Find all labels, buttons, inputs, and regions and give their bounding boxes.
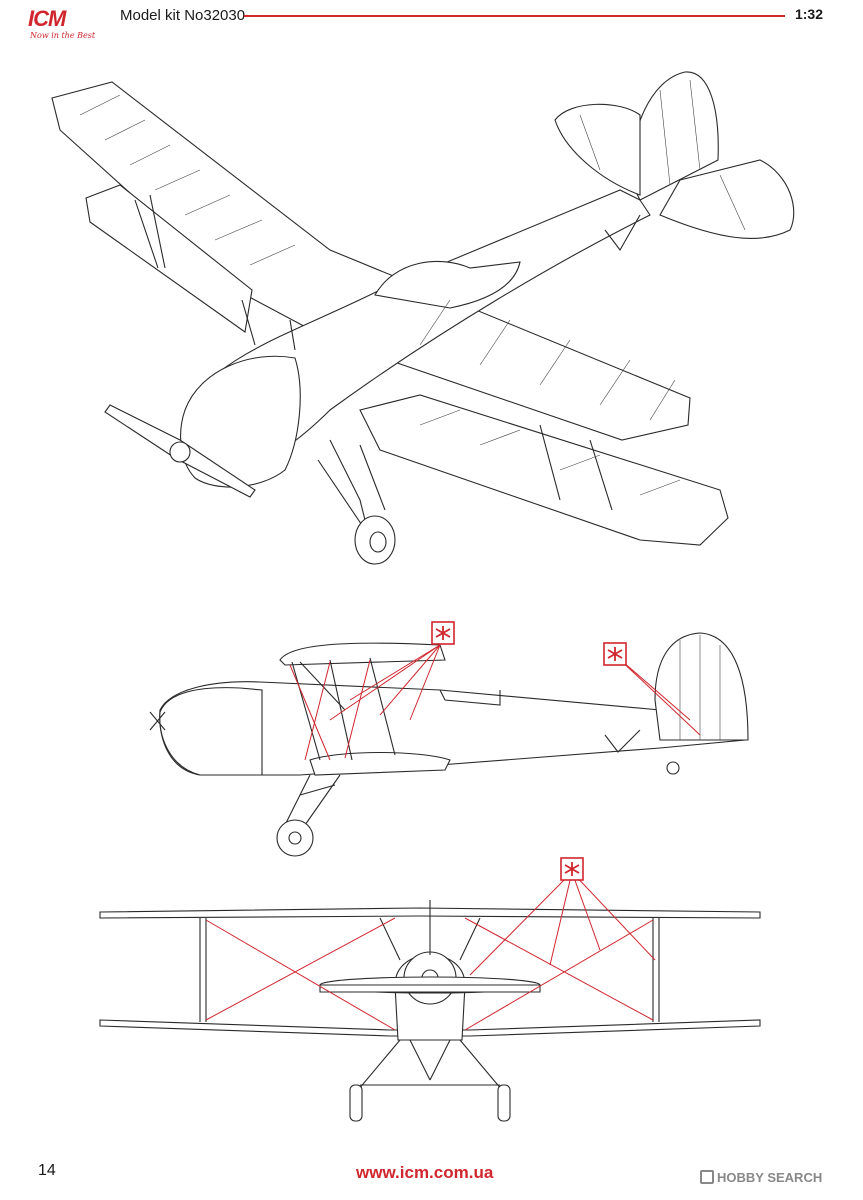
perspective-view [0, 60, 863, 580]
brand-name: ICM [28, 6, 66, 31]
stabilizer-front [319, 984, 541, 993]
lower-wing-right [359, 394, 729, 546]
side-view [0, 610, 863, 870]
rigging-marker-icon [603, 642, 627, 666]
cockpit-side [439, 689, 501, 706]
cockpit [374, 260, 521, 309]
main-wheel [354, 515, 396, 565]
header-divider [244, 15, 785, 17]
main-wheel-side [276, 819, 314, 857]
spinner [169, 441, 191, 463]
landing-gear-front [357, 1039, 503, 1091]
lower-wing-side [309, 751, 451, 776]
page-number: 14 [38, 1162, 56, 1179]
front-view [0, 855, 863, 1135]
tail-fin-side [654, 632, 749, 741]
rigging-marker-icon [560, 857, 584, 881]
page-header: ICM Now in the Best Model kit No32030 1:… [0, 0, 863, 50]
fuselage-marking-side [604, 729, 641, 753]
hobby-search-logo-icon [700, 1170, 714, 1184]
fuselage-marking [604, 214, 641, 251]
landing-gear-side [284, 774, 341, 826]
wheel-right-front [497, 1084, 511, 1122]
lower-wing-left [85, 184, 253, 333]
stabilizer-right [659, 159, 795, 239]
cowling-side [159, 687, 263, 776]
tail-wheel-side [666, 761, 680, 775]
upper-wing-side [279, 642, 446, 666]
rigging-wires-front [205, 871, 656, 1031]
watermark-text: HOBBY SEARCH [717, 1170, 823, 1185]
website-link[interactable]: www.icm.com.ua [356, 1163, 494, 1182]
stabilizer-left [554, 103, 641, 196]
wheel-left-front [349, 1084, 363, 1122]
engine-cowling [180, 355, 301, 488]
scale-label: 1:32 [794, 6, 823, 22]
model-kit-title: Model kit No32030 [120, 7, 246, 24]
rigging-marker-icon [431, 621, 455, 645]
icm-logo: ICM Now in the Best [28, 6, 108, 46]
hobby-search-watermark: HOBBY SEARCH [700, 1170, 822, 1185]
rigging-wires-side [289, 644, 701, 761]
brand-tagline: Now in the Best [30, 31, 96, 40]
